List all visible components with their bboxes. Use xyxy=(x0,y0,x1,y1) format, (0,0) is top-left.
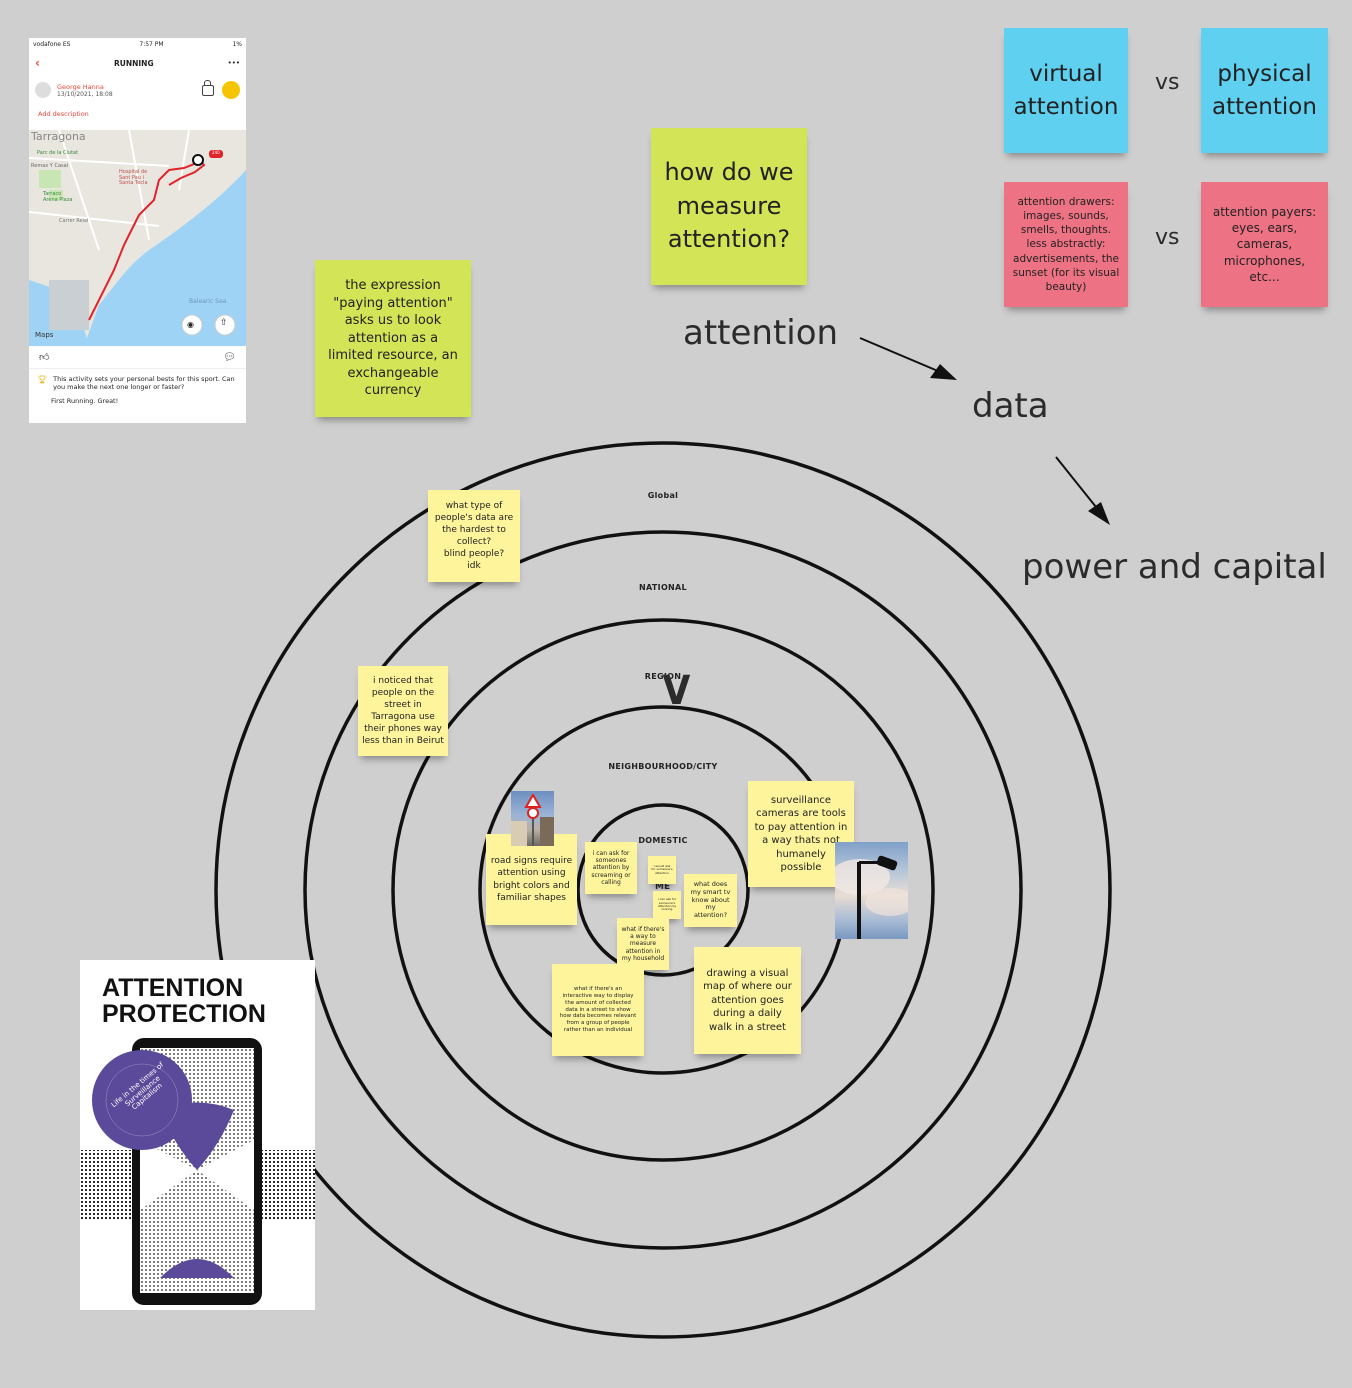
ring-label-domestic: DOMESTIC xyxy=(638,836,688,845)
personal-best-cut-text: First Running. Great! xyxy=(51,397,119,406)
apple-maps-label: Maps xyxy=(35,331,54,339)
sticky-measure-attention[interactable]: how do we measure attention? xyxy=(651,128,807,285)
vs-label-bottom: vs xyxy=(1155,225,1180,250)
more-icon[interactable]: ••• xyxy=(227,59,240,67)
clock-label: 7:57 PM xyxy=(139,40,164,48)
kudos-thumb-icon[interactable]: 👍︎ xyxy=(39,352,50,363)
route-map[interactable]: Tarragona Parc de la Ciutat Remax Y Casa… xyxy=(29,130,246,346)
avatar[interactable] xyxy=(35,82,51,98)
sticky-tiny-2[interactable]: i can ask for someone's attention by loo… xyxy=(653,891,681,919)
carrier-label: vodafone ES xyxy=(33,40,71,48)
sticky-tiny-1[interactable]: i would ask for someone's attention xyxy=(648,856,676,884)
sticky-paying-attention[interactable]: the expression "paying attention" asks u… xyxy=(315,260,471,417)
ring-national xyxy=(303,530,1023,1250)
back-icon[interactable]: ‹ xyxy=(35,56,40,70)
map-hospital-label: Hospital de Sant Pau i Santa Tecla xyxy=(119,169,148,186)
sticky-physical-attention[interactable]: physical attention xyxy=(1201,28,1328,153)
ring-global xyxy=(214,441,1112,1339)
ring-label-city: NEIGHBOURHOOD/CITY xyxy=(608,762,718,771)
attention-protection-poster[interactable]: ATTENTION PROTECTION Life in the times o… xyxy=(80,960,315,1310)
battery-label: 1% xyxy=(232,40,242,48)
ring-region xyxy=(391,618,935,1162)
social-row: 👍︎ 💬︎ xyxy=(29,346,246,369)
map-park-label: Parc de la Ciutat xyxy=(37,150,79,156)
route-badge: 240 xyxy=(212,150,220,155)
road-sign-photo[interactable] xyxy=(511,791,554,846)
camera-icon[interactable]: ◉ xyxy=(187,320,194,329)
sticky-visual-map[interactable]: drawing a visual map of where our attent… xyxy=(694,947,801,1054)
lock-icon[interactable] xyxy=(202,79,214,96)
camera-pole-graphic xyxy=(835,855,908,939)
map-city-label: Tarragona xyxy=(31,130,86,143)
arrowhead-1 xyxy=(930,364,957,380)
poster-title: ATTENTION PROTECTION xyxy=(102,974,266,1028)
map-sea-label: Balearic Sea xyxy=(189,298,227,305)
ring-label-national: NATIONAL xyxy=(639,583,687,592)
arrow-attention-to-data xyxy=(859,337,946,375)
power-and-capital-label[interactable]: power and capital xyxy=(1022,547,1327,587)
activity-date: 13/10/2021, 18:08 xyxy=(57,90,113,98)
sticky-attention-payers[interactable]: attention payers: eyes, ears, cameras, m… xyxy=(1201,182,1328,307)
strava-run-screenshot[interactable]: vodafone ES 7:57 PM 1% ‹ RUNNING ••• Geo… xyxy=(29,38,246,423)
surveillance-camera-photo[interactable] xyxy=(835,842,908,939)
data-label[interactable]: data xyxy=(972,386,1049,426)
sticky-road-signs[interactable]: road signs require attention using brigh… xyxy=(486,834,577,925)
hourglass-phone-illustration xyxy=(80,1038,315,1305)
status-bar: vodafone ES 7:57 PM 1% xyxy=(29,38,246,50)
sticky-smart-tv[interactable]: what does my smart tv know about my atte… xyxy=(684,874,737,927)
arrowhead-2 xyxy=(1088,502,1110,525)
sticky-attention-drawers[interactable]: attention drawers: images, sounds, smell… xyxy=(1004,182,1128,307)
trophy-icon: 🏆︎ xyxy=(37,375,48,384)
sticky-interactive-display[interactable]: what if there's an interactive way to di… xyxy=(552,964,644,1056)
ring-domestic xyxy=(576,803,750,977)
add-description-link[interactable]: Add description xyxy=(38,110,89,118)
activity-title: RUNNING xyxy=(113,58,154,68)
ring-label-region: REGION xyxy=(644,672,682,681)
share-icon[interactable]: ⇧ xyxy=(220,318,228,328)
map-poi-label: Remax Y Casal xyxy=(31,163,69,169)
personal-best-notice: 🏆︎ This activity sets your personal best… xyxy=(29,369,246,397)
nav-bar: ‹ RUNNING ••• xyxy=(29,50,246,76)
sticky-measure-household[interactable]: what if there's a way to measure attenti… xyxy=(617,918,669,970)
map-graphic xyxy=(29,130,246,346)
map-arena-label: Tarraco Arena Plaza xyxy=(43,191,73,203)
sticky-hardest-data[interactable]: what type of people's data are the harde… xyxy=(428,490,520,582)
achievement-badge-icon[interactable] xyxy=(222,81,240,99)
comment-icon[interactable]: 💬︎ xyxy=(223,351,236,363)
sticky-tarragona-phones[interactable]: i noticed that people on the street in T… xyxy=(358,666,448,756)
user-row: George Hanna 13/10/2021, 18:08 xyxy=(29,76,246,104)
vs-label-top: vs xyxy=(1155,70,1180,95)
map-street-label: Carrer Reial xyxy=(59,218,89,224)
me-label: ME xyxy=(655,882,671,892)
hand-drawn-v-mark: V xyxy=(662,668,691,714)
sticky-virtual-attention[interactable]: virtual attention xyxy=(1004,28,1128,153)
ring-label-global: Global xyxy=(647,491,679,500)
road-sign-graphic xyxy=(511,793,554,846)
user-name[interactable]: George Hanna xyxy=(57,82,104,91)
arrow-data-to-power xyxy=(1055,456,1101,513)
sticky-ask-someone[interactable]: i can ask for someones attention by scre… xyxy=(585,842,637,894)
personal-best-text: This activity sets your personal bests f… xyxy=(53,375,235,392)
attention-label[interactable]: attention xyxy=(683,313,839,353)
